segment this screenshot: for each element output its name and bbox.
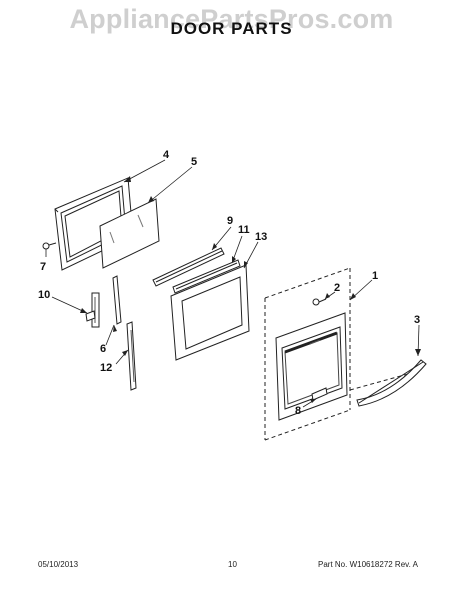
page-title: DOOR PARTS (170, 19, 293, 38)
footer-date: 05/10/2013 (38, 560, 79, 569)
callout-4: 4 (163, 149, 170, 161)
callout-labels: 4 5 9 11 13 1 2 3 7 10 6 12 8 (38, 149, 420, 417)
callout-2: 2 (334, 282, 340, 294)
part-screw-7 (42, 242, 57, 250)
part-side-trim (112, 275, 122, 325)
callout-10: 10 (38, 289, 50, 301)
footer-page-number: 10 (228, 560, 237, 569)
callout-8: 8 (295, 405, 301, 417)
part-glass-panel-frame (170, 264, 250, 361)
part-outer-door (275, 312, 348, 421)
callout-6: 6 (100, 343, 106, 355)
part-inner-glass (99, 198, 160, 269)
watermark: AppliancePartsPros.com (69, 4, 394, 34)
part-door-handle (356, 359, 427, 407)
part-top-trim (152, 247, 225, 287)
part-side-bracket (126, 321, 137, 391)
outer-door-outline (264, 267, 416, 441)
part-vent-strip (172, 259, 241, 294)
arrowheads (80, 176, 421, 403)
callout-9: 9 (227, 215, 233, 227)
part-bracket-8 (311, 387, 328, 401)
callout-7: 7 (40, 261, 46, 273)
callout-12: 12 (100, 362, 112, 374)
callout-13: 13 (255, 231, 267, 243)
callout-3: 3 (414, 314, 420, 326)
callout-1: 1 (372, 270, 378, 282)
part-hinge (85, 292, 100, 328)
footer-part-number: Part No. W10618272 Rev. A (318, 560, 418, 569)
callout-11: 11 (238, 224, 250, 236)
callout-5: 5 (191, 156, 197, 168)
part-screw (312, 298, 327, 306)
